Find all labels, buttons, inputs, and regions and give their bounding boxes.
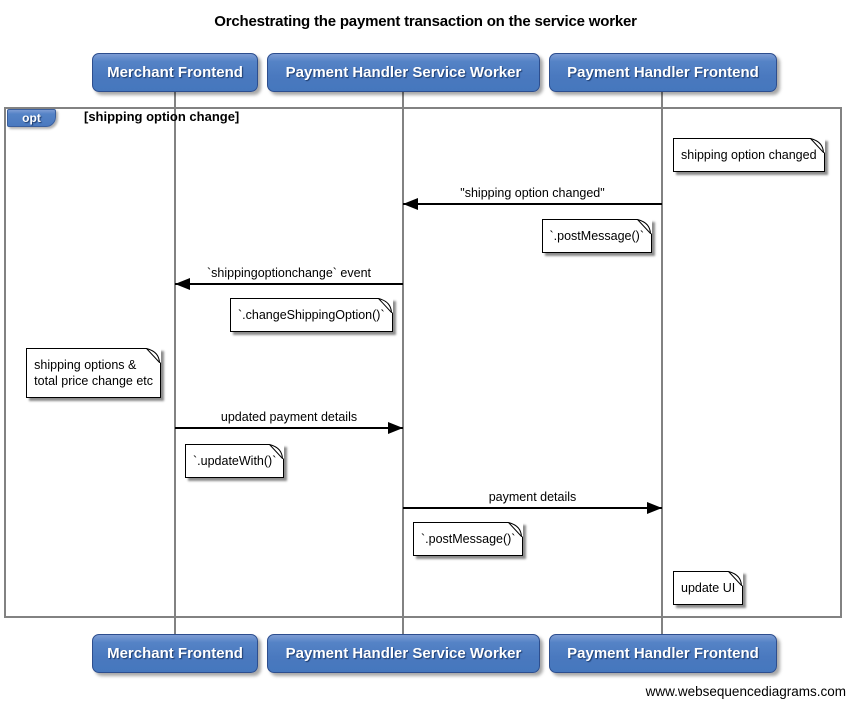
note-text: `.updateWith()` (193, 454, 277, 468)
opt-guard-condition: [shipping option change] (84, 109, 240, 124)
note-text: `.postMessage()` (549, 229, 644, 243)
websequencediagrams-credit: www.websequencediagrams.com (645, 684, 846, 699)
message-label-payment-details: payment details (488, 490, 577, 504)
actor-bottom-payment-handler-frontend: Payment Handler Frontend (549, 634, 777, 673)
message-label-shipping-option-changed: "shipping option changed" (460, 186, 605, 200)
arrowhead-right-icon (647, 502, 662, 514)
note-update-ui: update UI (673, 571, 744, 605)
note-fold-icon (728, 571, 744, 586)
message-label-shippingoptionchange-event: `shippingoptionchange` event (206, 266, 371, 280)
note-postmessage-1: `.postMessage()` (541, 219, 652, 253)
opt-operator-tab: opt (7, 109, 56, 127)
note-fold-icon (809, 138, 825, 153)
lifeline-merchant-frontend (174, 92, 176, 634)
arrowhead-left-icon (403, 198, 418, 210)
note-text: update UI (681, 581, 736, 595)
note-text: total price change etc (34, 374, 153, 388)
arrowhead-left-icon (175, 278, 190, 290)
lifeline-payment-handler-frontend (661, 92, 663, 634)
note-text: `.postMessage()` (421, 532, 516, 546)
message-line-shippingoptionchange-event (175, 283, 403, 285)
actor-bottom-merchant-frontend: Merchant Frontend (92, 634, 258, 673)
actor-bottom-payment-handler-service-worker: Payment Handler Service Worker (267, 634, 540, 673)
note-text: shipping options & (34, 358, 137, 372)
actor-top-payment-handler-service-worker: Payment Handler Service Worker (267, 53, 540, 92)
message-line-payment-details (403, 507, 662, 509)
message-label-updated-payment-details: updated payment details (220, 410, 358, 424)
note-changeshippingoption: `.changeShippingOption()` (230, 298, 393, 332)
note-text: shipping option changed (681, 148, 817, 162)
actor-top-payment-handler-frontend: Payment Handler Frontend (549, 53, 777, 92)
note-text: `.changeShippingOption()` (238, 308, 385, 322)
note-fold-icon (637, 219, 652, 234)
note-fold-icon (377, 298, 393, 313)
message-line-updated-payment-details (175, 427, 403, 429)
note-fold-icon (146, 348, 161, 363)
note-shipping-option-changed: shipping option changed (673, 138, 825, 172)
note-postmessage-2: `.postMessage()` (413, 522, 524, 556)
actor-top-merchant-frontend: Merchant Frontend (92, 53, 258, 92)
diagram-title: Orchestrating the payment transaction on… (214, 13, 637, 30)
arrowhead-right-icon (388, 422, 403, 434)
lifeline-payment-handler-service-worker (402, 92, 404, 634)
note-fold-icon (269, 444, 285, 459)
note-shipping-options-total-price: shipping options & total price change et… (26, 348, 161, 398)
note-updatewith: `.updateWith()` (185, 444, 285, 478)
message-line-shipping-option-changed (403, 203, 662, 205)
opt-fragment-frame (4, 107, 842, 618)
note-fold-icon (508, 522, 524, 537)
